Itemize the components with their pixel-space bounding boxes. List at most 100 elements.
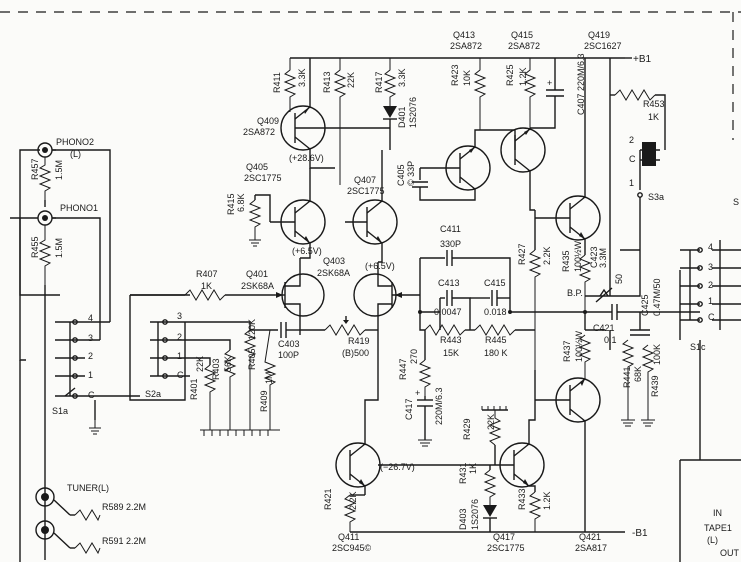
- label-r403-val: 56K: [223, 356, 233, 372]
- label-r405-val: 120K: [247, 319, 257, 340]
- label-c421-val: 0.1: [604, 335, 617, 345]
- label-c423-val: 3.3M: [598, 248, 608, 268]
- label-c421: C421: [593, 323, 615, 333]
- label-r417-val: 3.3K: [397, 68, 407, 87]
- label-r409: R409: [259, 390, 269, 412]
- label-r443: R443: [440, 335, 462, 345]
- label-q407-type: 2SC1775: [347, 186, 385, 196]
- svg-text:+: +: [415, 388, 420, 398]
- label-r431-val: 1K: [468, 463, 478, 474]
- q413-q415: +: [412, 58, 564, 211]
- label-v286: (+28.6V): [289, 153, 324, 163]
- label-q405-type: 2SC1775: [244, 173, 282, 183]
- label-q421-type: 2SA817: [575, 543, 607, 553]
- label-r425: R425: [505, 64, 515, 86]
- label-r437: R437: [562, 340, 572, 362]
- label-c411-val: 330P: [440, 239, 461, 249]
- label-s2a: S2a: [145, 389, 161, 399]
- label-r423: R423: [450, 64, 460, 86]
- label-q419-type: 2SC1627: [584, 41, 622, 51]
- label-d403: D403: [458, 508, 468, 530]
- label-q401-type: 2SK68A: [241, 281, 274, 291]
- label-r433: R433: [517, 488, 527, 510]
- label-r419: R419: [348, 336, 370, 346]
- label-r457: R457: [30, 158, 40, 180]
- label-r441: R441: [622, 366, 632, 388]
- label-r437-val: 100½W: [574, 330, 584, 362]
- label-d403-type: 1S2076: [470, 499, 480, 530]
- label-tuner: TUNER(L): [67, 483, 109, 493]
- label-c411: C411: [440, 224, 461, 234]
- label-c403: C403: [278, 339, 300, 349]
- label-r415: R415: [226, 193, 236, 215]
- label-c423-50: 50: [614, 274, 624, 284]
- label-s1c-4: 4: [708, 242, 713, 252]
- label-c415-val: 0.018: [484, 307, 507, 317]
- label-q415-type: 2SA872: [508, 41, 540, 51]
- label-r441-val: 68K: [633, 366, 643, 382]
- pos-rail-label: +B1: [633, 54, 652, 65]
- label-r457-val: 1.5M: [54, 160, 64, 180]
- label-r443-val: 15K: [443, 348, 459, 358]
- label-c413-val: 0.0047: [434, 307, 462, 317]
- label-r415-val: 6.8K: [236, 193, 246, 212]
- label-c413: C413: [438, 278, 460, 288]
- label-r589: R589 2.2M: [102, 502, 146, 512]
- label-s1a-2: 2: [88, 351, 93, 361]
- label-r453-val: 1K: [648, 112, 659, 122]
- label-phono2: PHONO2: [56, 137, 94, 147]
- q405-q407: [248, 150, 398, 263]
- label-tape1-ch: (L): [707, 535, 718, 545]
- label-r421-val: 2.2K: [348, 491, 358, 510]
- label-q409: Q409: [257, 116, 279, 126]
- fet-pair: [130, 258, 420, 338]
- label-r421: R421: [323, 488, 333, 510]
- label-r403: R403: [211, 358, 221, 380]
- label-s2a-c: C: [177, 370, 184, 380]
- label-r401-val: 22K: [195, 356, 205, 372]
- label-s2a-3: 3: [177, 311, 182, 321]
- svg-text:+: +: [547, 78, 552, 88]
- label-out-lbl: OUT: [720, 548, 740, 558]
- negative-rail: -B1: [350, 528, 648, 539]
- label-q411: Q411: [338, 532, 359, 542]
- label-q407: Q407: [354, 175, 376, 185]
- label-c403-val: 100P: [278, 350, 299, 360]
- label-r425-val: 1.2K: [518, 67, 528, 86]
- label-r429: R429: [462, 418, 472, 440]
- label-s2a-1: 1: [177, 351, 182, 361]
- label-r447: R447: [398, 358, 408, 380]
- label-c405: C405: [396, 164, 406, 186]
- label-bp: B.P.: [567, 288, 583, 298]
- label-q401: Q401: [246, 269, 268, 279]
- label-r435-val: 100½W: [573, 240, 583, 272]
- label-q405: Q405: [246, 162, 268, 172]
- label-c423: C423: [589, 246, 599, 268]
- feedback-network: +: [415, 250, 560, 447]
- switch-s2a: [129, 294, 190, 401]
- label-r413-val: 22K: [346, 72, 356, 88]
- label-q403: Q403: [323, 256, 345, 266]
- label-s1a-1: 1: [88, 370, 93, 380]
- label-r401: R401: [189, 378, 199, 400]
- label-r417: R417: [374, 71, 384, 93]
- label-r413: R413: [322, 71, 332, 93]
- label-r439-val: 100K: [652, 344, 662, 365]
- label-r411-val: 3.3K: [297, 68, 307, 87]
- label-r405: R405: [247, 348, 257, 370]
- bottom-stage: [335, 330, 545, 532]
- label-r591: R591 2.2M: [102, 536, 146, 546]
- label-s2a-2: 2: [177, 332, 182, 342]
- label-q415: Q415: [511, 30, 533, 40]
- label-s1c-3: 3: [708, 262, 713, 272]
- label-s1a-c: C: [88, 390, 95, 400]
- label-d401-type: 1S2076: [408, 97, 418, 128]
- label-r427: R427: [517, 243, 527, 265]
- switch-s1a: [55, 319, 140, 435]
- label-s1c: S1c: [690, 342, 706, 352]
- label-c407: C407 220M/6.3: [576, 53, 586, 115]
- phono-inputs: [10, 142, 111, 562]
- label-q411-type: 2SC945©: [332, 543, 372, 553]
- label-r419-val: (B)500: [342, 348, 369, 358]
